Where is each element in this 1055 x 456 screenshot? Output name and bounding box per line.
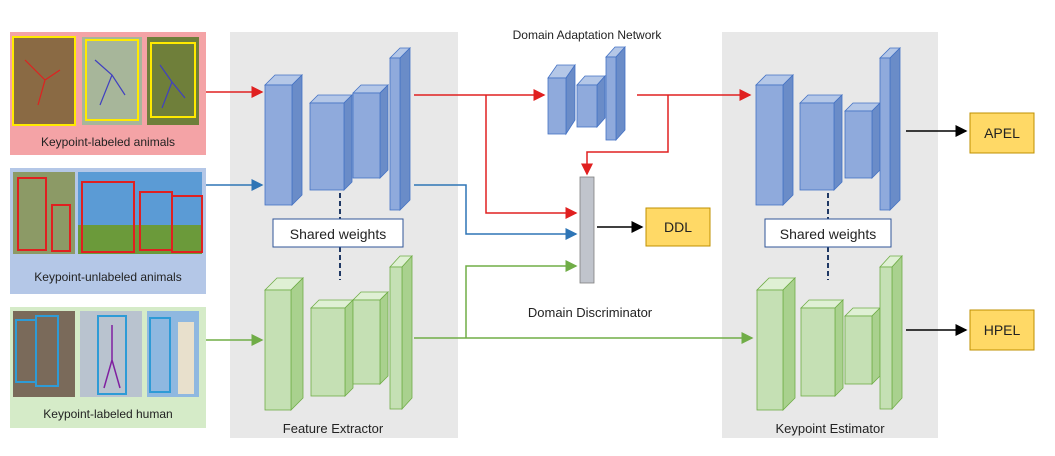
shared-weights-right-box (764, 218, 892, 248)
input-animals-labeled: Keypoint-labeled animals (10, 32, 206, 155)
red-flow-arrows (206, 86, 752, 219)
input-animals-labeled-label: Keypoint-labeled animals (41, 135, 175, 149)
loss-arrows (597, 125, 968, 336)
domain-adaptation-label: Domain Adaptation Network (513, 28, 663, 42)
hpel-loss-box (969, 309, 1035, 351)
animal-photo-icon (13, 172, 203, 254)
input-animals-unlabeled: Keypoint-unlabeled animals (10, 168, 206, 294)
keypoint-estimator-label: Keypoint Estimator (775, 421, 885, 436)
ddl-loss-box (645, 207, 711, 247)
input-animals-unlabeled-label: Keypoint-unlabeled animals (34, 270, 181, 284)
input-human-labeled: Keypoint-labeled human (10, 307, 206, 428)
shared-weights-left-label: Shared weights (290, 226, 387, 242)
ddl-loss-label: DDL (664, 219, 692, 235)
domain-discriminator-block (579, 176, 595, 284)
blue-flow-arrows (206, 179, 578, 240)
human-photo-icon (13, 311, 199, 397)
keypoint-estimator-green-network (756, 254, 903, 411)
keypoint-estimator-blue-network (755, 47, 901, 211)
domain-discriminator-label: Domain Discriminator (528, 305, 653, 320)
input-human-labeled-label: Keypoint-labeled human (43, 407, 172, 421)
shared-weights-left-box (272, 218, 404, 248)
feature-extractor-green-network (264, 254, 413, 411)
domain-adaptation-network (547, 45, 626, 142)
feature-extractor-blue-network (264, 47, 411, 211)
feature-extractor-label: Feature Extractor (283, 421, 384, 436)
shared-weights-right-label: Shared weights (780, 226, 877, 242)
green-flow-arrows (206, 260, 754, 346)
apel-loss-label: APEL (984, 125, 1020, 141)
animal-photo-icon (12, 36, 199, 126)
apel-loss-box (969, 112, 1035, 154)
hpel-loss-label: HPEL (984, 322, 1021, 338)
